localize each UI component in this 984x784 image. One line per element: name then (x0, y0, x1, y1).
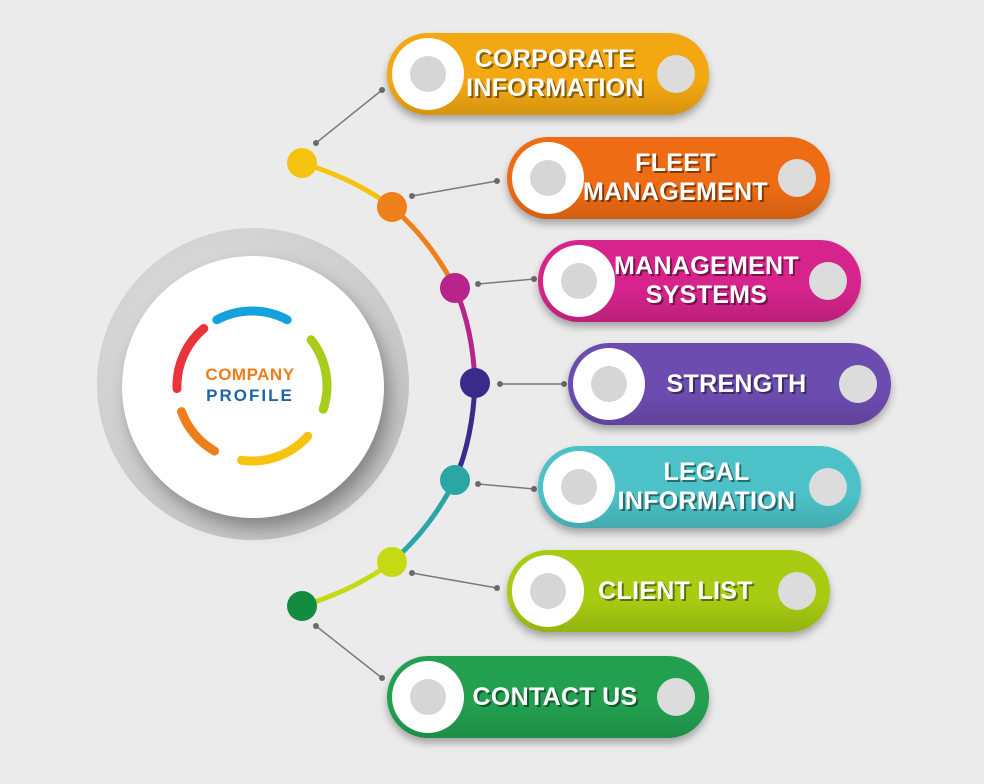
hub-ring-arc (172, 324, 209, 394)
topic-label: LEGAL INFORMATION (617, 458, 796, 515)
hub-title: COMPANY PROFILE (150, 366, 350, 404)
pill-gray-dot (530, 573, 566, 609)
topic-pill: LEGAL INFORMATION (538, 446, 861, 528)
connector-line (315, 625, 383, 679)
pill-white-ring (543, 451, 615, 523)
timeline-node (287, 591, 317, 621)
connector-end-dot (475, 281, 481, 287)
connector-line (477, 278, 535, 285)
topic-pill: MANAGEMENT SYSTEMS (538, 240, 861, 322)
pill-white-ring (512, 142, 584, 214)
connector-end-dot (475, 481, 481, 487)
connector-end-dot (409, 570, 415, 576)
connector-end-dot (313, 623, 319, 629)
timeline-node (377, 547, 407, 577)
timeline-node (287, 148, 317, 178)
connector-end-dot (531, 486, 537, 492)
pill-gray-dot (410, 56, 446, 92)
hub-title-line1: COMPANY (205, 365, 295, 384)
timeline-node (440, 465, 470, 495)
connector-line (477, 483, 535, 490)
topic-label: CONTACT US (472, 682, 638, 711)
topic-label: STRENGTH (666, 369, 807, 398)
topic-label: MANAGEMENT SYSTEMS (614, 252, 799, 309)
timeline-spine-segment (299, 559, 395, 609)
topic-pill: CLIENT LIST (507, 550, 830, 632)
pill-end-dot (809, 262, 847, 300)
pill-gray-dot (591, 366, 627, 402)
connector-end-dot (561, 381, 567, 387)
pill-gray-dot (561, 263, 597, 299)
timeline-node (440, 273, 470, 303)
connector-end-dot (313, 140, 319, 146)
timeline-spine-segment (299, 160, 395, 210)
topic-pill: FLEET MANAGEMENT (507, 137, 830, 219)
connector-end-dot (494, 178, 500, 184)
pill-gray-dot (530, 160, 566, 196)
timeline-node (460, 368, 490, 398)
timeline-spine-segment (389, 477, 458, 565)
hub-ring-arc (306, 335, 332, 414)
hub-ring-arc (177, 407, 219, 456)
pill-white-ring (392, 38, 464, 110)
hub-ring-arc (212, 306, 292, 325)
pill-end-dot (657, 55, 695, 93)
topic-label: CLIENT LIST (598, 576, 753, 605)
connector-line (411, 572, 498, 589)
connector-end-dot (531, 276, 537, 282)
pill-white-ring (543, 245, 615, 317)
topic-pill: CORPORATE INFORMATION (387, 33, 709, 115)
pill-end-dot (778, 572, 816, 610)
timeline-spine-segment (389, 204, 458, 291)
connector-line (411, 180, 498, 197)
pill-end-dot (657, 678, 695, 716)
topic-pill: CONTACT US (387, 656, 709, 738)
topic-label: CORPORATE INFORMATION (466, 45, 644, 102)
pill-gray-dot (561, 469, 597, 505)
pill-white-ring (512, 555, 584, 627)
pill-gray-dot (410, 679, 446, 715)
pill-end-dot (778, 159, 816, 197)
connector-end-dot (379, 675, 385, 681)
connector-end-dot (497, 381, 503, 387)
hub-title-line2: PROFILE (206, 386, 294, 405)
topic-label: FLEET MANAGEMENT (583, 149, 768, 206)
pill-white-ring (573, 348, 645, 420)
connector-line (315, 89, 383, 144)
topic-pill: STRENGTH (568, 343, 891, 425)
connector-end-dot (494, 585, 500, 591)
pill-end-dot (809, 468, 847, 506)
pill-white-ring (392, 661, 464, 733)
connector-end-dot (379, 87, 385, 93)
connector-end-dot (409, 193, 415, 199)
pill-end-dot (839, 365, 877, 403)
timeline-node (377, 192, 407, 222)
hub-ring-arc (237, 431, 313, 466)
hub-circle (122, 256, 384, 518)
